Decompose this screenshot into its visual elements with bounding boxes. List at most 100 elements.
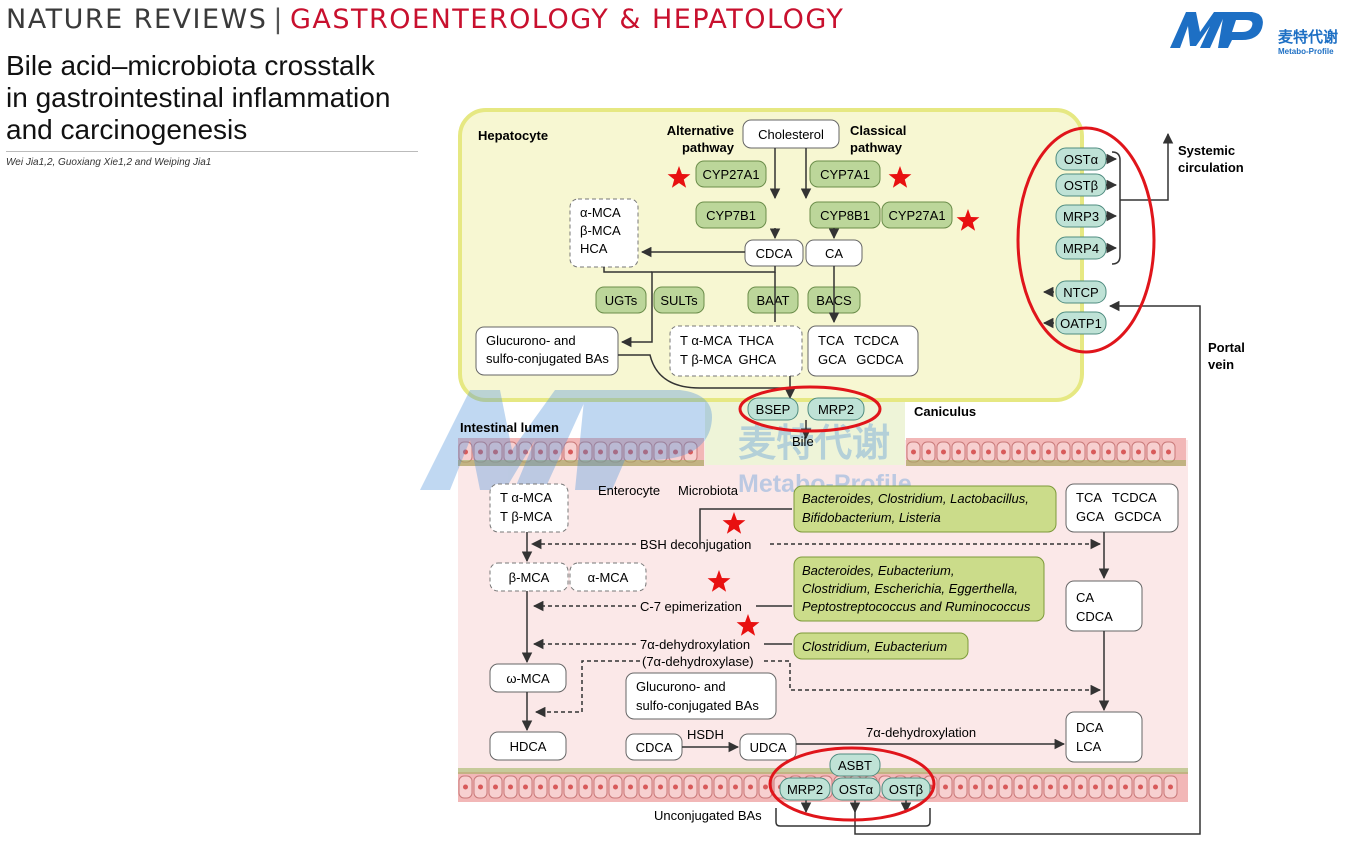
header-divider: |: [273, 4, 284, 35]
dca-line: DCA: [1076, 720, 1104, 735]
journal-name: NATURE REVIEWS: [6, 4, 268, 35]
cell-nucleus: [943, 784, 948, 790]
int-gluc-line-2: sulfo-conjugated BAs: [636, 698, 759, 713]
transporter-bsep: [747, 397, 799, 421]
cell-nucleus: [583, 449, 588, 455]
cell-nucleus: [673, 449, 678, 455]
classical-pathway-label-2: pathway: [850, 140, 903, 155]
cell-nucleus: [733, 784, 738, 790]
star-icon: [888, 166, 912, 188]
gluc-conj-line-1: Glucurono- and: [486, 333, 576, 348]
dehydroxylase-label: (7α-dehydroxylase): [642, 654, 754, 669]
transporter-osta-int: [831, 777, 881, 801]
cell-nucleus: [748, 784, 753, 790]
star-icon: [736, 614, 760, 636]
star-icon: [956, 209, 980, 231]
transporter-oatp1: [1055, 311, 1107, 335]
cell-nucleus: [523, 784, 528, 790]
cell-nucleus: [1048, 784, 1053, 790]
transporter-ostb-int: [881, 777, 931, 801]
int-beta-mca-label: β-MCA: [509, 570, 550, 585]
enterocyte-label: Enterocyte: [598, 483, 660, 498]
transporter-ntcp: [1055, 280, 1107, 304]
transporter-asbt: [829, 753, 881, 777]
cell-nucleus: [718, 784, 723, 790]
star-icon: [722, 512, 746, 534]
authors: Wei Jia1,2, Guoxiang Xie1,2 and Weiping …: [6, 157, 212, 168]
int-cdca-label: CDCA: [636, 740, 673, 755]
enzyme-sults-label: SULTs: [660, 293, 698, 308]
line-bact1: [699, 508, 792, 544]
dehydrox-label: 7α-dehydroxylation: [640, 637, 750, 652]
enzyme-sults: [653, 286, 705, 314]
transporter-mrp4-label: MRP4: [1063, 241, 1099, 256]
enzyme-cyp27a1-cls: [881, 201, 953, 229]
cell-nucleus: [1123, 784, 1128, 790]
int-tmca-line-1: T α-MCA: [500, 490, 552, 505]
cell-nucleus: [911, 449, 916, 455]
cell-nucleus: [1078, 784, 1083, 790]
intestinal-lumen-label: Intestinal lumen: [460, 420, 559, 435]
cell-nucleus: [598, 784, 603, 790]
systemic-bracket: [1111, 151, 1121, 265]
enzyme-baat: [747, 286, 799, 314]
bacteria-1-line-2: Bifidobacterium, Listeria: [802, 510, 941, 525]
cell-nucleus: [478, 784, 483, 790]
cell-nucleus: [493, 784, 498, 790]
cell-nucleus: [478, 449, 483, 455]
cell-nucleus: [553, 784, 558, 790]
cell-nucleus: [1031, 449, 1036, 455]
transporter-oatp1-label: OATP1: [1060, 316, 1102, 331]
transporter-osta-int-label: OSTα: [839, 782, 874, 797]
int-gluc-box: [625, 672, 777, 720]
cell-nucleus: [553, 449, 558, 455]
portal-label-1: Portal: [1208, 340, 1245, 355]
bacteria-1-line-1: Bacteroides, Clostridium, Lactobacillus,: [802, 491, 1029, 506]
arrow-dehydroxylase-right: [764, 660, 1102, 696]
cell-nucleus: [658, 449, 663, 455]
transporter-mrp2-int-label: MRP2: [787, 782, 823, 797]
cell-nucleus: [523, 449, 528, 455]
c7-label: C-7 epimerization: [640, 599, 742, 614]
mca-hca: HCA: [580, 241, 608, 256]
cell-nucleus: [1093, 784, 1098, 790]
transporter-ntcp-label: NTCP: [1063, 285, 1098, 300]
lca-line: LCA: [1076, 739, 1102, 754]
bacteria-2-line-2: Clostridium, Escherichia, Eggerthella,: [802, 581, 1018, 596]
cell-nucleus: [1003, 784, 1008, 790]
cell-nucleus: [941, 449, 946, 455]
enterocyte-cells: [458, 441, 704, 466]
cdca-box: [744, 239, 804, 267]
omega-mca-label: ω-MCA: [506, 671, 550, 686]
classical-pathway-label-1: Classical: [850, 123, 906, 138]
star-markers: [667, 166, 980, 636]
transporter-mrp2-int: [779, 777, 831, 801]
transporter-mrp3-label: MRP3: [1063, 209, 1099, 224]
logo-en: Metabo-Profile: [1278, 47, 1334, 56]
cell-nucleus: [1046, 449, 1051, 455]
cell-nucleus: [538, 449, 543, 455]
title-line-1: Bile acid–microbiota crosstalk: [6, 50, 375, 81]
transporter-osta-label: OSTα: [1064, 152, 1099, 167]
epithelium-top-left: [458, 438, 704, 466]
cell-nucleus: [508, 449, 513, 455]
cell-nucleus: [1016, 449, 1021, 455]
transporter-mrp2-canal-label: MRP2: [818, 402, 854, 417]
cell-nucleus: [1076, 449, 1081, 455]
microbiota-layer: [458, 768, 1188, 774]
gluc-conj-box: [475, 326, 619, 376]
cholesterol-box: [742, 119, 840, 149]
cell-nucleus: [688, 449, 693, 455]
transporter-asbt-label: ASBT: [838, 758, 872, 773]
tca-box: [807, 325, 919, 377]
mca-alpha: α-MCA: [580, 205, 621, 220]
int-beta-mca-box: [489, 562, 569, 592]
hdca-box: [489, 731, 567, 761]
cell-nucleus: [1106, 449, 1111, 455]
transporter-ostb-label: OSTβ: [1064, 178, 1098, 193]
cell-nucleus: [613, 449, 618, 455]
cell-nucleus: [973, 784, 978, 790]
cell-nucleus: [628, 449, 633, 455]
cell-nucleus: [688, 784, 693, 790]
